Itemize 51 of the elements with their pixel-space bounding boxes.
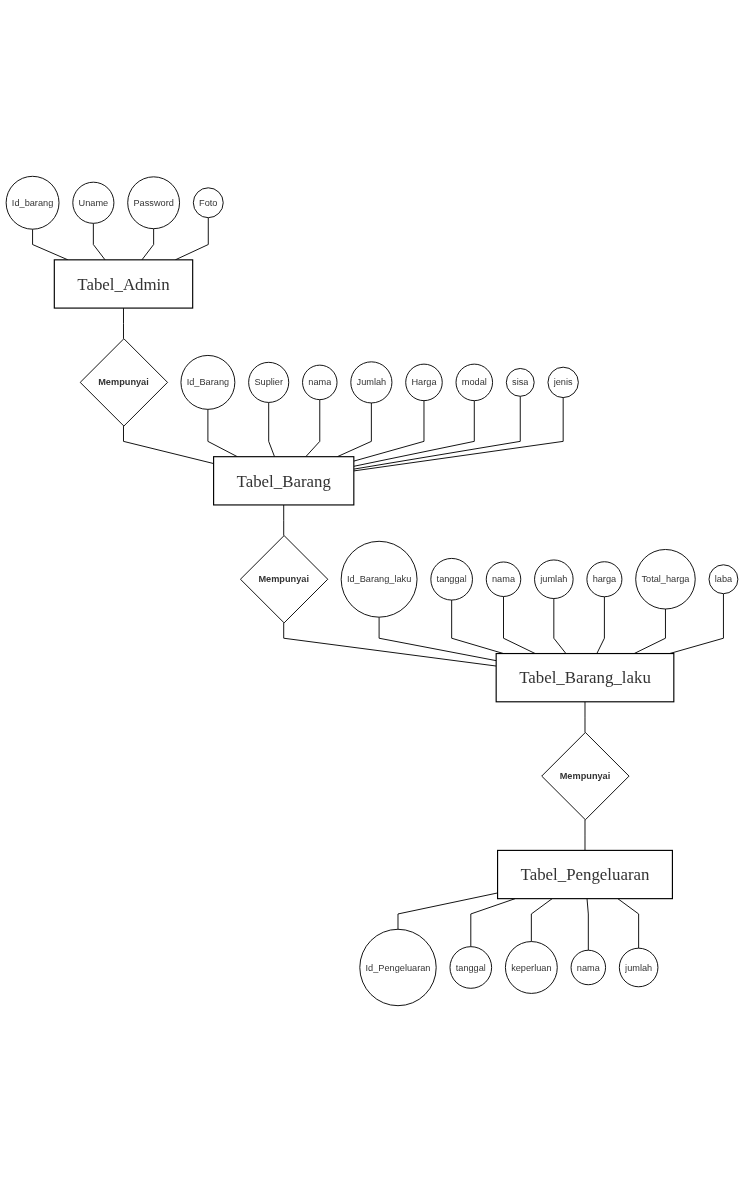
- node-circle: modal: [455, 363, 493, 402]
- connector: [123, 307, 124, 340]
- node-circle: nama: [485, 561, 522, 597]
- connector: [617, 898, 640, 949]
- node-circle: jumlah: [618, 947, 659, 988]
- node-diamond: Mempunyai: [541, 731, 630, 821]
- connector: [596, 596, 605, 654]
- node-circle: jumlah: [534, 559, 574, 599]
- node-circle: Id_Pengeluaran: [359, 928, 437, 1007]
- connector: [586, 898, 589, 951]
- node-diamond: Mempunyai: [79, 338, 168, 427]
- node-circle: laba: [708, 564, 739, 595]
- connector: [353, 395, 521, 470]
- connector: [141, 228, 155, 261]
- node-circle: Uname: [72, 181, 115, 224]
- node-circle: tanggal: [449, 946, 493, 989]
- node-circle: nama: [302, 364, 338, 401]
- node-circle: Jumlah: [350, 361, 393, 404]
- node-circle: keperluan: [504, 941, 558, 994]
- connector: [584, 819, 586, 851]
- node-circle: jenis: [547, 366, 579, 399]
- connector: [553, 598, 567, 654]
- node-circle: Id_Barang: [180, 354, 236, 410]
- node-box: Tabel_Barang_laku: [495, 652, 675, 703]
- node-circle: Total_harga: [635, 549, 696, 610]
- node-circle: Suplier: [248, 361, 290, 403]
- connector: [503, 596, 536, 654]
- node-circle: harga: [586, 561, 623, 598]
- node-circle: nama: [570, 949, 606, 986]
- connector: [530, 898, 553, 942]
- connector: [92, 222, 106, 261]
- node-diamond: Mempunyai: [239, 535, 329, 624]
- node-circle: Harga: [405, 363, 443, 402]
- node-box: Tabel_Admin: [53, 259, 194, 309]
- connector: [584, 701, 586, 733]
- node-box: Tabel_Pengeluaran: [497, 849, 673, 900]
- connector: [353, 400, 425, 462]
- node-box: Tabel_Barang: [213, 456, 355, 506]
- node-circle: Password: [127, 176, 180, 230]
- node-circle: sisa: [505, 368, 535, 397]
- connector: [283, 622, 497, 667]
- connector: [378, 616, 497, 662]
- node-circle: Foto: [192, 187, 224, 219]
- connector: [353, 397, 564, 472]
- node-circle: Id_barang: [5, 175, 60, 230]
- connector: [283, 504, 285, 537]
- node-circle: Id_Barang_laku: [340, 540, 418, 618]
- connector: [305, 399, 321, 458]
- node-circle: tanggal: [430, 557, 473, 601]
- connector: [268, 402, 275, 458]
- connector: [353, 400, 475, 467]
